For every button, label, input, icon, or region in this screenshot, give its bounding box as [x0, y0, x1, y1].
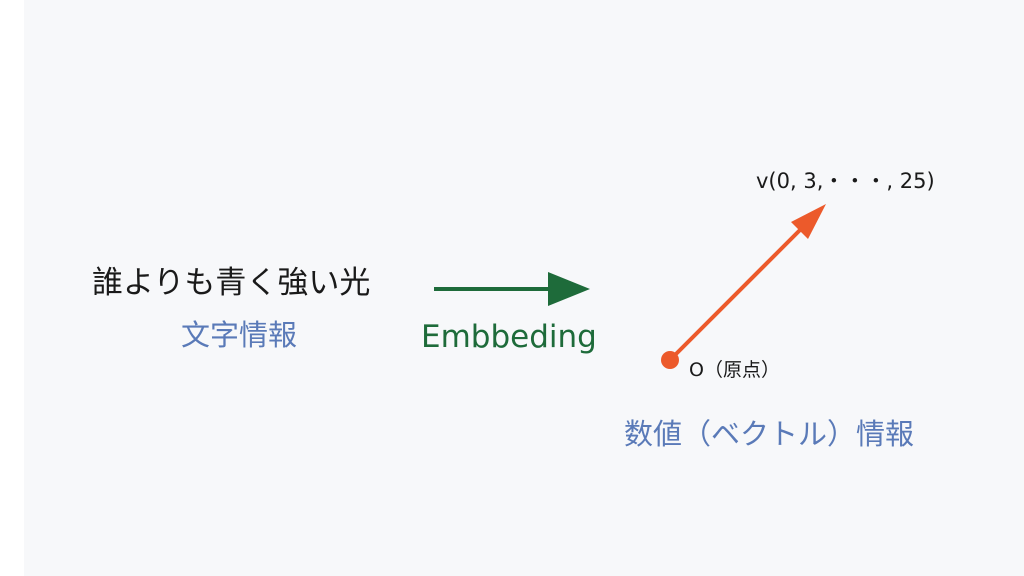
vector-label: v(0, 3,・・・, 25)	[756, 169, 935, 193]
origin-label: O（原点）	[689, 359, 780, 381]
embedding-label: Embbeding	[421, 319, 597, 355]
embedding-arrow-head	[548, 272, 590, 306]
embedding-arrow	[434, 272, 590, 306]
vector-arrow	[661, 204, 826, 369]
source-text: 誰よりも青く強い光	[92, 265, 371, 301]
vector-arrow-head	[791, 204, 826, 239]
text-info-label: 文字情報	[181, 318, 298, 352]
vector-info-label: 数値（ベクトル）情報	[624, 417, 915, 451]
vector-arrow-shaft	[668, 222, 808, 362]
origin-point	[661, 351, 679, 369]
